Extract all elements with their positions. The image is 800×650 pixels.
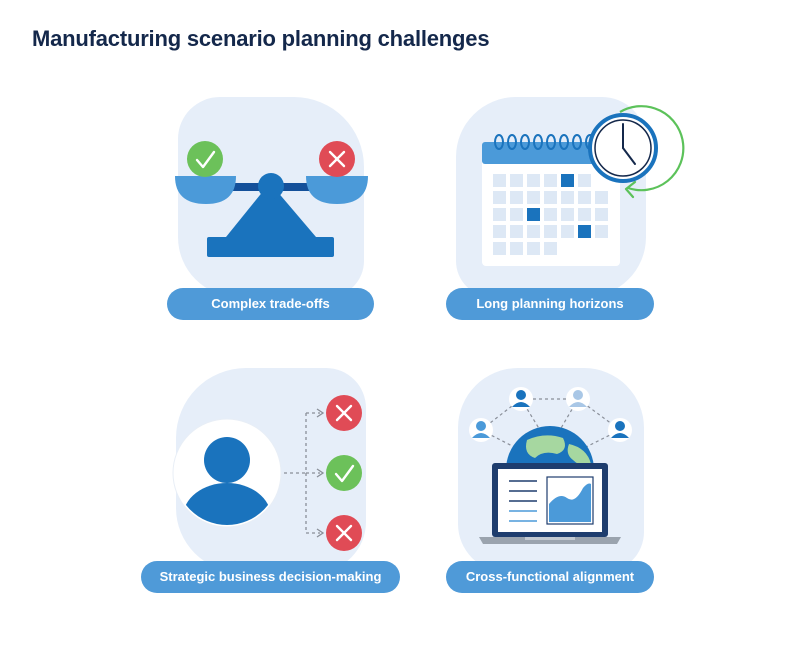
person-node-icon [566, 387, 590, 411]
calendar-clock-icon [482, 105, 685, 266]
card-label-strategic-decision-making: Strategic business decision-making [141, 561, 400, 593]
card-label-long-planning-horizons: Long planning horizons [446, 288, 654, 320]
person-node-icon [469, 418, 493, 442]
person-decision-icon [172, 395, 362, 551]
person-node-icon [509, 387, 533, 411]
card-label-complex-trade-offs: Complex trade-offs [167, 288, 374, 320]
globe-laptop-network-icon [469, 387, 632, 544]
person-node-icon [608, 418, 632, 442]
card-label-cross-functional-alignment: Cross-functional alignment [446, 561, 654, 593]
balance-scale-icon [175, 141, 368, 257]
page-title: Manufacturing scenario planning challeng… [32, 26, 490, 51]
